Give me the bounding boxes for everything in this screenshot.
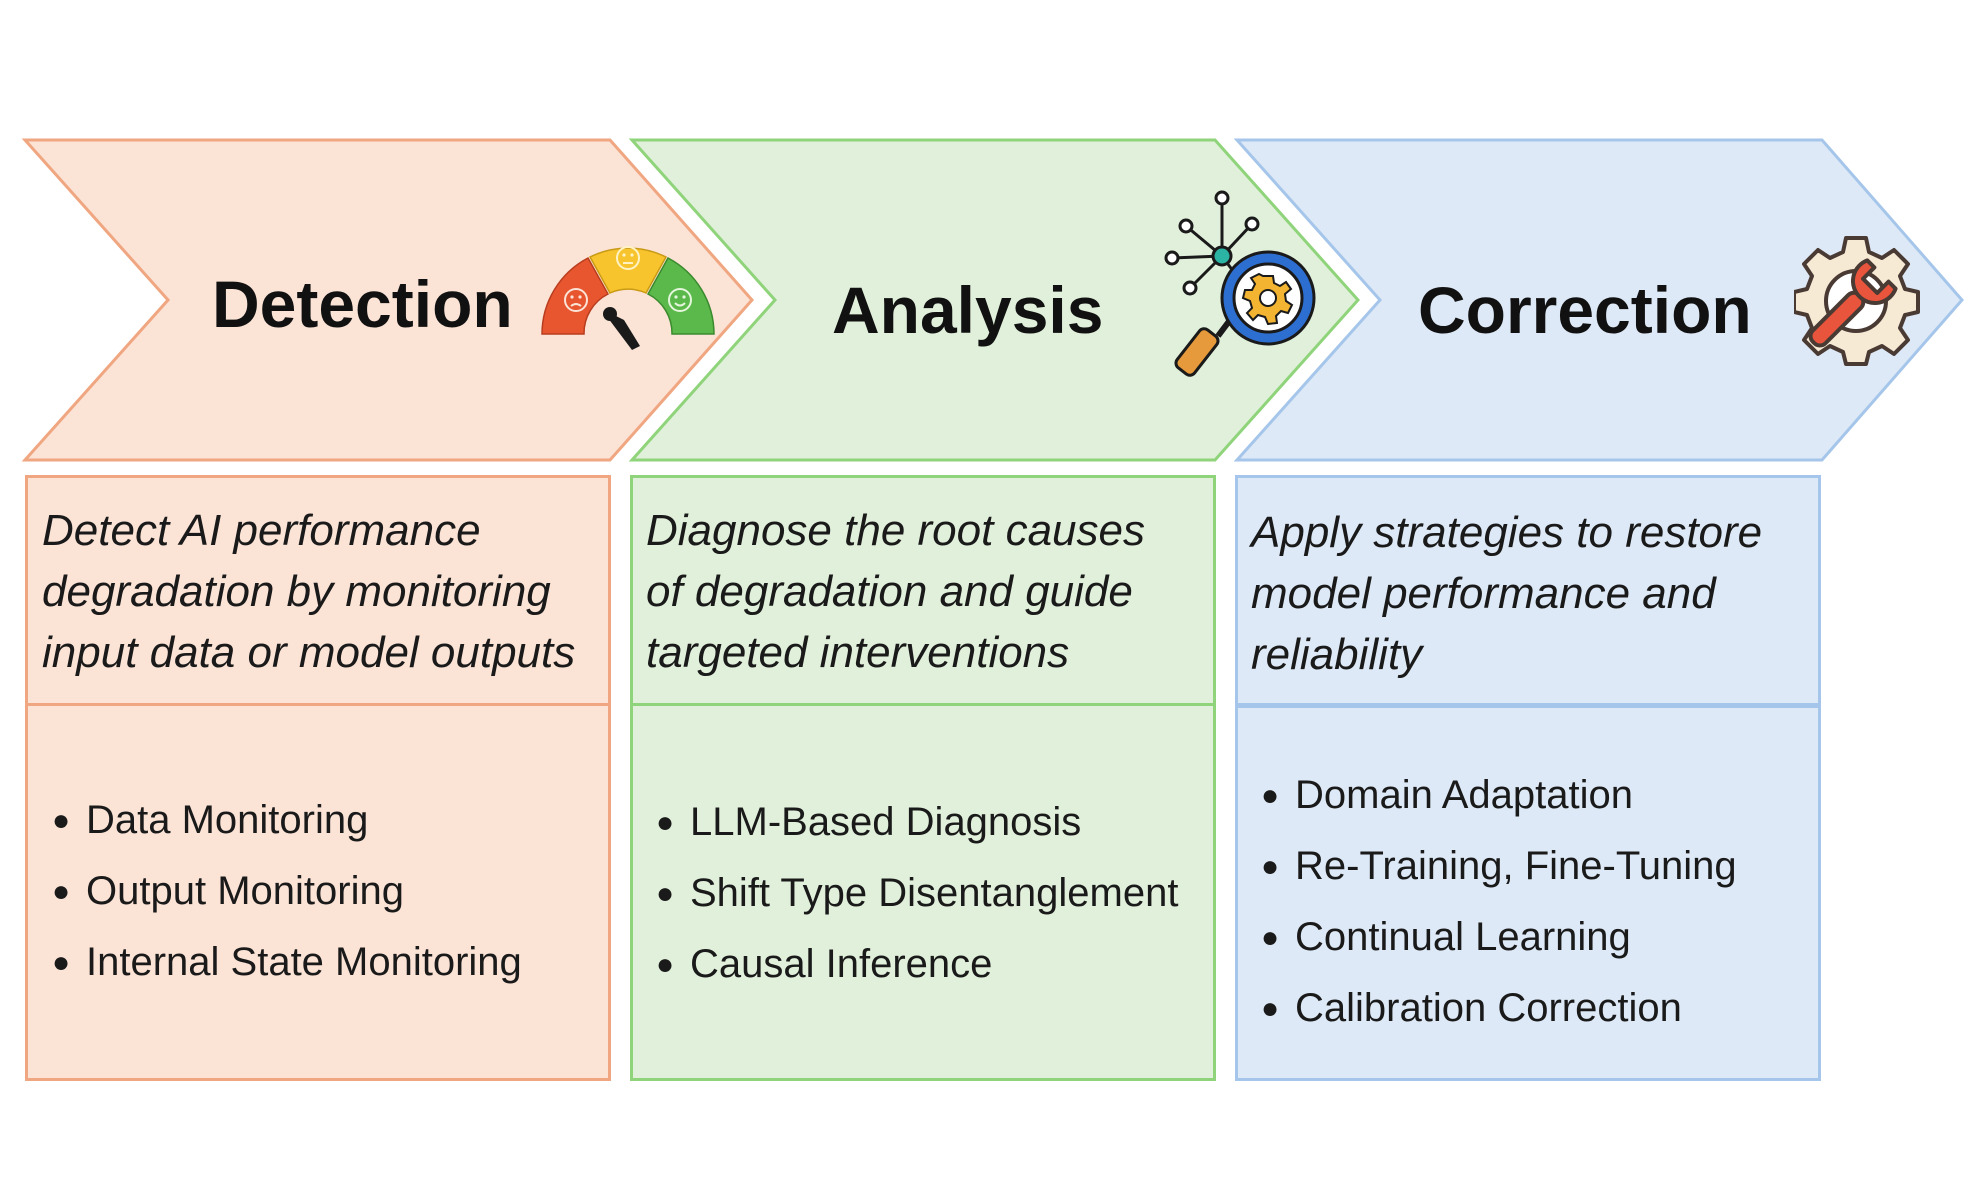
list-item-label: Internal State Monitoring bbox=[86, 940, 522, 984]
detection-description-line: input data or model outputs bbox=[42, 628, 576, 677]
list-item-label: Data Monitoring bbox=[86, 798, 369, 842]
correction-items-box bbox=[1235, 705, 1821, 1081]
list-item: ● Internal State Monitoring bbox=[52, 927, 522, 998]
bullet-icon: ● bbox=[1261, 779, 1280, 812]
correction-items: ● Domain Adaptation ● Re-Training, Fine-Tu… bbox=[1261, 760, 1737, 1044]
detection-title: Detection bbox=[212, 267, 513, 341]
list-item: ● Continual Learning bbox=[1261, 902, 1737, 973]
detection-description-box bbox=[25, 475, 611, 706]
list-item: ● Domain Adaptation bbox=[1261, 760, 1737, 831]
network-magnifier-icon bbox=[1164, 190, 1316, 377]
correction-title: Correction bbox=[1418, 273, 1752, 347]
bullet-icon: ● bbox=[656, 806, 675, 839]
list-item-label: Calibration Correction bbox=[1295, 986, 1682, 1030]
bullet-icon: ● bbox=[1261, 850, 1280, 883]
correction-arrow bbox=[1233, 138, 1964, 462]
analysis-description-line: Diagnose the root causes bbox=[646, 506, 1145, 555]
bullet-icon: ● bbox=[52, 875, 71, 908]
bullet-icon: ● bbox=[1261, 992, 1280, 1025]
detection-description-line: Detect AI performance bbox=[42, 506, 481, 555]
correction-description-line: reliability bbox=[1251, 630, 1423, 679]
analysis-description-box bbox=[630, 475, 1216, 706]
detection-items: ● Data Monitoring ● Output Monitoring ● Int… bbox=[52, 785, 522, 998]
bullet-icon: ● bbox=[52, 804, 71, 837]
list-item-label: Continual Learning bbox=[1295, 915, 1631, 959]
list-item-label: Shift Type Disentanglement bbox=[690, 871, 1179, 915]
list-item: ● Output Monitoring bbox=[52, 856, 522, 927]
list-item: ● Re-Training, Fine-Tuning bbox=[1261, 831, 1737, 902]
list-item-label: Re-Training, Fine-Tuning bbox=[1295, 844, 1737, 888]
list-item-label: Domain Adaptation bbox=[1295, 773, 1634, 817]
analysis-description: Diagnose the root causes of degradation … bbox=[646, 500, 1145, 683]
analysis-title: Analysis bbox=[832, 273, 1104, 347]
analysis-description-line: of degradation and guide bbox=[646, 567, 1133, 616]
list-item: ● Data Monitoring bbox=[52, 785, 522, 856]
list-item-label: LLM-Based Diagnosis bbox=[690, 800, 1082, 844]
correction-description-line: model performance and bbox=[1251, 569, 1716, 618]
list-item: ● Causal Inference bbox=[656, 929, 1178, 1000]
analysis-arrow bbox=[628, 138, 1361, 462]
detection-description: Detect AI performance degradation by mon… bbox=[42, 500, 575, 683]
bullet-icon: ● bbox=[656, 948, 675, 981]
correction-description-box bbox=[1235, 475, 1821, 706]
gear-wrench-icon bbox=[1794, 236, 1920, 366]
list-item: ● Calibration Correction bbox=[1261, 973, 1737, 1044]
detection-description-line: degradation by monitoring bbox=[42, 567, 551, 616]
analysis-description-line: targeted interventions bbox=[646, 628, 1070, 677]
list-item-label: Causal Inference bbox=[690, 942, 993, 986]
list-item-label: Output Monitoring bbox=[86, 869, 404, 913]
bullet-icon: ● bbox=[52, 946, 71, 979]
list-item: ● LLM-Based Diagnosis bbox=[656, 787, 1178, 858]
correction-description: Apply strategies to restore model perfor… bbox=[1251, 502, 1762, 685]
detection-arrow bbox=[21, 138, 755, 462]
gauge-icon bbox=[541, 246, 715, 350]
analysis-items-box bbox=[630, 703, 1216, 1081]
bullet-icon: ● bbox=[1261, 921, 1280, 954]
analysis-items: ● LLM-Based Diagnosis ● Shift Type Disenta… bbox=[656, 787, 1178, 1000]
list-item: ● Shift Type Disentanglement bbox=[656, 858, 1178, 929]
bullet-icon: ● bbox=[656, 877, 675, 910]
detection-items-box bbox=[25, 703, 611, 1081]
correction-description-line: Apply strategies to restore bbox=[1251, 508, 1763, 557]
